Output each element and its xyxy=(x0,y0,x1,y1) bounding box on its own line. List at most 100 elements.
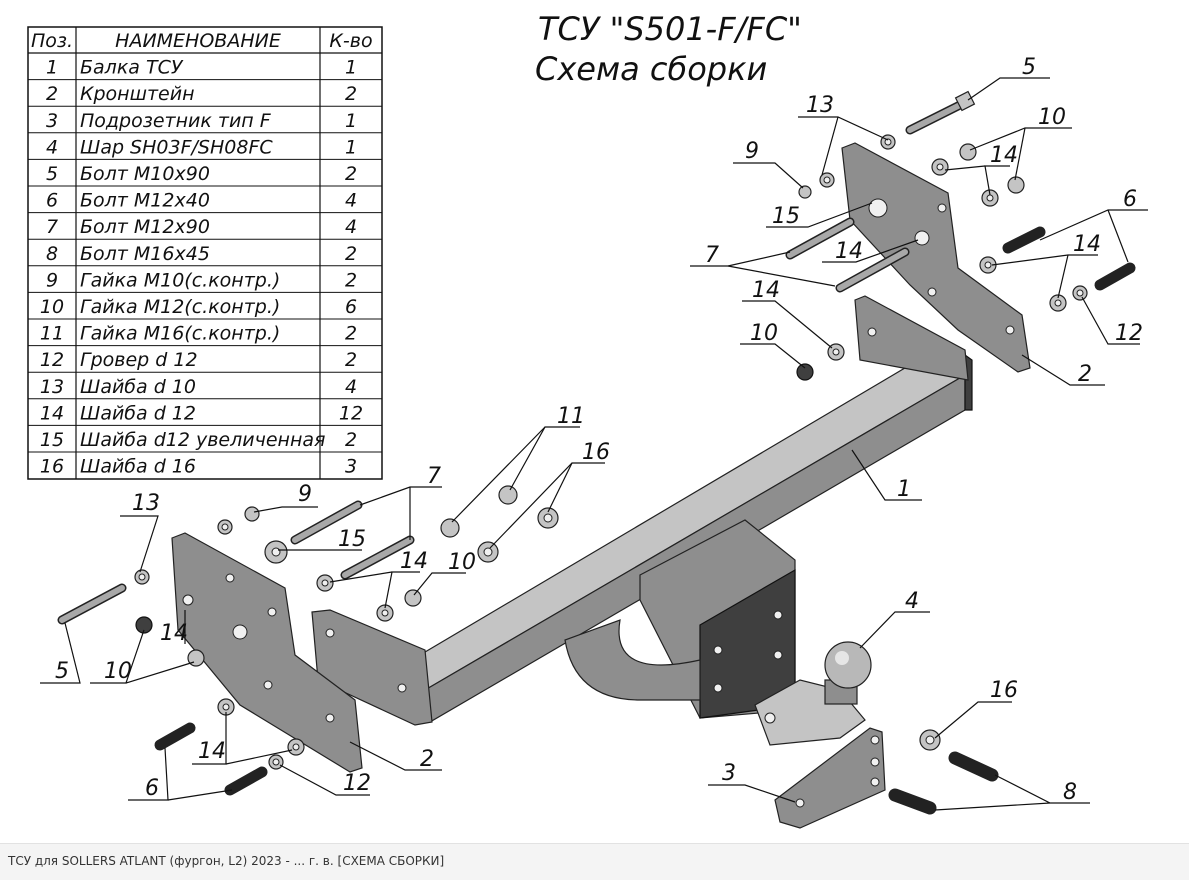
callout-13-left: 13 xyxy=(132,491,160,516)
table-cell-qty: 12 xyxy=(339,402,363,424)
table-cell-qty: 2 xyxy=(345,323,357,345)
callout-15-left: 15 xyxy=(338,527,366,552)
callout-9-left: 9 xyxy=(298,482,312,507)
table-cell-pos: 5 xyxy=(46,163,58,185)
callout-16-bottom: 16 xyxy=(990,678,1018,703)
table-cell-qty: 2 xyxy=(345,349,357,371)
leader-lines xyxy=(40,77,1148,811)
callout-16-center: 16 xyxy=(582,440,610,465)
table-cell-qty: 2 xyxy=(345,83,357,105)
callout-11: 11 xyxy=(557,404,585,429)
table-cell-pos: 14 xyxy=(40,402,64,424)
table-row: 12 Гровер d 12 2 xyxy=(40,349,357,371)
table-cell-qty: 4 xyxy=(345,216,357,238)
callout-5-right: 5 xyxy=(1022,55,1036,80)
table-cell-pos: 1 xyxy=(46,57,58,79)
table-cell-name: Шар SH03F/SH08FC xyxy=(80,136,273,158)
callout-14-left-bracket: 14 xyxy=(160,621,188,646)
table-cell-name: Шайба d 16 xyxy=(80,456,196,478)
table-cell-qty: 2 xyxy=(345,243,357,265)
table-frame xyxy=(27,26,383,480)
callout-1: 1 xyxy=(897,477,911,502)
callout-6-right: 6 xyxy=(1123,187,1137,212)
table-cell-qty: 2 xyxy=(345,163,357,185)
table-cell-qty: 1 xyxy=(345,110,357,132)
table-cell-name: Шайба d 10 xyxy=(80,376,196,398)
table-row: 14 Шайба d 12 12 xyxy=(40,402,363,424)
callout-7-left: 7 xyxy=(427,464,441,489)
table-cell-pos: 13 xyxy=(40,376,64,398)
table-cell-qty: 1 xyxy=(345,136,357,158)
callout-12-left: 12 xyxy=(343,771,371,796)
table-cell-pos: 11 xyxy=(40,323,64,345)
callout-2-left: 2 xyxy=(420,747,434,772)
callout-10-left-low: 10 xyxy=(104,659,132,684)
table-cell-qty: 6 xyxy=(345,296,357,318)
table-cell-name: Болт М16х45 xyxy=(80,243,210,265)
callout-6-left: 6 xyxy=(145,776,159,801)
callout-3: 3 xyxy=(722,761,736,786)
table-cell-name: Кронштейн xyxy=(80,83,195,105)
table-cell-pos: 3 xyxy=(46,110,58,132)
table-cell-name: Гайка М12(с.контр.) xyxy=(80,296,280,318)
callout-10-left-mid: 10 xyxy=(448,550,476,575)
part-towball xyxy=(754,641,872,746)
table-header-pos: Поз. xyxy=(31,30,73,52)
table-cell-name: Гровер d 12 xyxy=(80,349,198,371)
callout-14-right-side: 14 xyxy=(1073,232,1101,257)
table-cell-pos: 8 xyxy=(46,243,58,265)
callout-14-right-low: 14 xyxy=(752,278,780,303)
table-cell-pos: 6 xyxy=(46,190,58,212)
callout-15-right: 15 xyxy=(772,204,800,229)
table-cell-pos: 7 xyxy=(46,216,58,238)
table-header-qty: К-во xyxy=(329,30,372,52)
table-cell-name: Шайба d 12 xyxy=(80,402,196,424)
table-cell-pos: 16 xyxy=(40,456,64,478)
table-cell-qty: 2 xyxy=(345,429,357,451)
callout-4: 4 xyxy=(905,589,919,614)
callout-2-right: 2 xyxy=(1078,362,1092,387)
table-cell-qty: 4 xyxy=(345,190,357,212)
table-cell-name: Болт М12х90 xyxy=(80,216,210,238)
callout-5-left: 5 xyxy=(55,659,69,684)
bolts xyxy=(57,90,1136,815)
diagram-title: ТСУ "S501-F/FC" xyxy=(538,10,802,48)
nuts-washers xyxy=(134,134,1088,770)
table-header-name: НАИМЕНОВАНИЕ xyxy=(115,30,281,52)
part-socket-plate xyxy=(774,727,886,829)
table-row: 1 Балка ТСУ 1 xyxy=(46,57,357,79)
callout-12-right: 12 xyxy=(1115,321,1143,346)
callout-10-right-low: 10 xyxy=(750,321,778,346)
table-cell-name: Гайка М16(с.контр.) xyxy=(80,323,280,345)
callout-8: 8 xyxy=(1063,780,1077,805)
table-cell-name: Подрозетник тип F xyxy=(80,110,272,132)
table-cell-qty: 1 xyxy=(345,57,357,79)
table-row: 3 Подрозетник тип F 1 xyxy=(46,110,357,132)
callout-13-right: 13 xyxy=(806,93,834,118)
callout-14-right-mid: 14 xyxy=(835,239,863,264)
image-caption-bar: ТСУ для SOLLERS ATLANT (фургон, L2) 2023… xyxy=(0,843,1189,880)
table-row: 5 Болт М10х90 2 xyxy=(46,163,357,185)
callout-10-right-top: 10 xyxy=(1038,105,1066,130)
callout-14-right-top: 14 xyxy=(990,143,1018,168)
part-beam xyxy=(311,295,973,726)
table-cell-pos: 12 xyxy=(40,349,64,371)
table-row: 7 Болт М12х90 4 xyxy=(46,216,357,238)
table-cell-pos: 10 xyxy=(40,296,64,318)
table-cell-pos: 2 xyxy=(46,83,58,105)
table-cell-pos: 4 xyxy=(46,136,58,158)
table-cell-qty: 2 xyxy=(345,269,357,291)
table-cell-name: Болт М10х90 xyxy=(80,163,210,185)
table-cell-name: Балка ТСУ xyxy=(80,57,184,79)
table-cell-name: Гайка М10(с.контр.) xyxy=(80,269,280,291)
diagram-subtitle: Схема сборки xyxy=(535,50,767,88)
callout-7-right: 7 xyxy=(705,243,719,268)
callout-14-left-mid: 14 xyxy=(400,549,428,574)
table-row: 11 Гайка М16(с.контр.) 2 xyxy=(40,323,357,345)
callout-labels: 5 13 10 14 9 15 14 7 6 14 12 14 10 2 11 … xyxy=(55,55,1143,805)
table-cell-name: Шайба d12 увеличенная xyxy=(80,429,325,451)
